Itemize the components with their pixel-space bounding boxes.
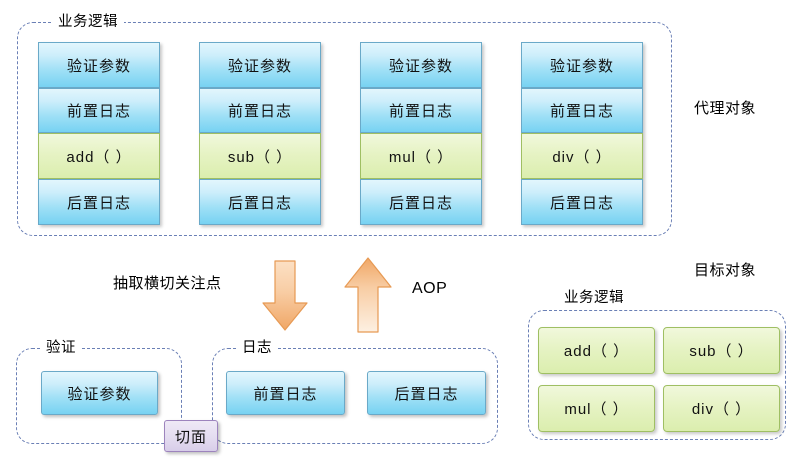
log-group-title: 日志 bbox=[236, 339, 278, 357]
validate-aspect-frame bbox=[16, 348, 182, 444]
target-object-label: 目标对象 bbox=[694, 262, 757, 279]
aspect-badge: 切面 bbox=[164, 420, 218, 452]
before-log-cell: 前置日志 bbox=[226, 371, 345, 415]
proxy-cell-before-log: 前置日志 bbox=[360, 88, 482, 133]
proxy-cell-method: div（ ） bbox=[521, 133, 643, 179]
proxy-cell-validate: 验证参数 bbox=[199, 42, 321, 88]
down-arrow-icon bbox=[261, 259, 309, 333]
proxy-cell-before-log: 前置日志 bbox=[521, 88, 643, 133]
proxy-column-mul: 验证参数 前置日志 mul（ ） 后置日志 bbox=[360, 42, 482, 225]
proxy-column-sub: 验证参数 前置日志 sub（ ） 后置日志 bbox=[199, 42, 321, 225]
proxy-cell-after-log: 后置日志 bbox=[521, 179, 643, 225]
target-method-div: div（ ） bbox=[663, 385, 780, 432]
proxy-group-title: 业务逻辑 bbox=[52, 13, 124, 31]
target-group-title: 业务逻辑 bbox=[558, 289, 630, 307]
target-method-mul: mul（ ） bbox=[538, 385, 655, 432]
proxy-cell-before-log: 前置日志 bbox=[38, 88, 160, 133]
proxy-cell-after-log: 后置日志 bbox=[199, 179, 321, 225]
target-method-add: add（ ） bbox=[538, 327, 655, 374]
proxy-object-frame bbox=[17, 22, 672, 236]
validate-param-cell: 验证参数 bbox=[41, 371, 158, 415]
proxy-cell-method: sub（ ） bbox=[199, 133, 321, 179]
validate-group-title: 验证 bbox=[40, 339, 82, 357]
after-log-cell: 后置日志 bbox=[367, 371, 486, 415]
extract-crosscutting-label: 抽取横切关注点 bbox=[113, 275, 222, 292]
target-method-sub: sub（ ） bbox=[663, 327, 780, 374]
log-aspect-frame bbox=[212, 348, 498, 444]
proxy-cell-method: add（ ） bbox=[38, 133, 160, 179]
proxy-cell-after-log: 后置日志 bbox=[38, 179, 160, 225]
proxy-cell-before-log: 前置日志 bbox=[199, 88, 321, 133]
proxy-object-label: 代理对象 bbox=[694, 100, 757, 117]
proxy-cell-validate: 验证参数 bbox=[521, 42, 643, 88]
proxy-cell-method: mul（ ） bbox=[360, 133, 482, 179]
proxy-cell-validate: 验证参数 bbox=[360, 42, 482, 88]
up-arrow-icon bbox=[343, 256, 393, 334]
proxy-cell-validate: 验证参数 bbox=[38, 42, 160, 88]
aop-label: AOP bbox=[412, 280, 448, 297]
proxy-column-div: 验证参数 前置日志 div（ ） 后置日志 bbox=[521, 42, 643, 225]
proxy-cell-after-log: 后置日志 bbox=[360, 179, 482, 225]
target-business-logic-frame bbox=[528, 310, 786, 440]
proxy-column-add: 验证参数 前置日志 add（ ） 后置日志 bbox=[38, 42, 160, 225]
